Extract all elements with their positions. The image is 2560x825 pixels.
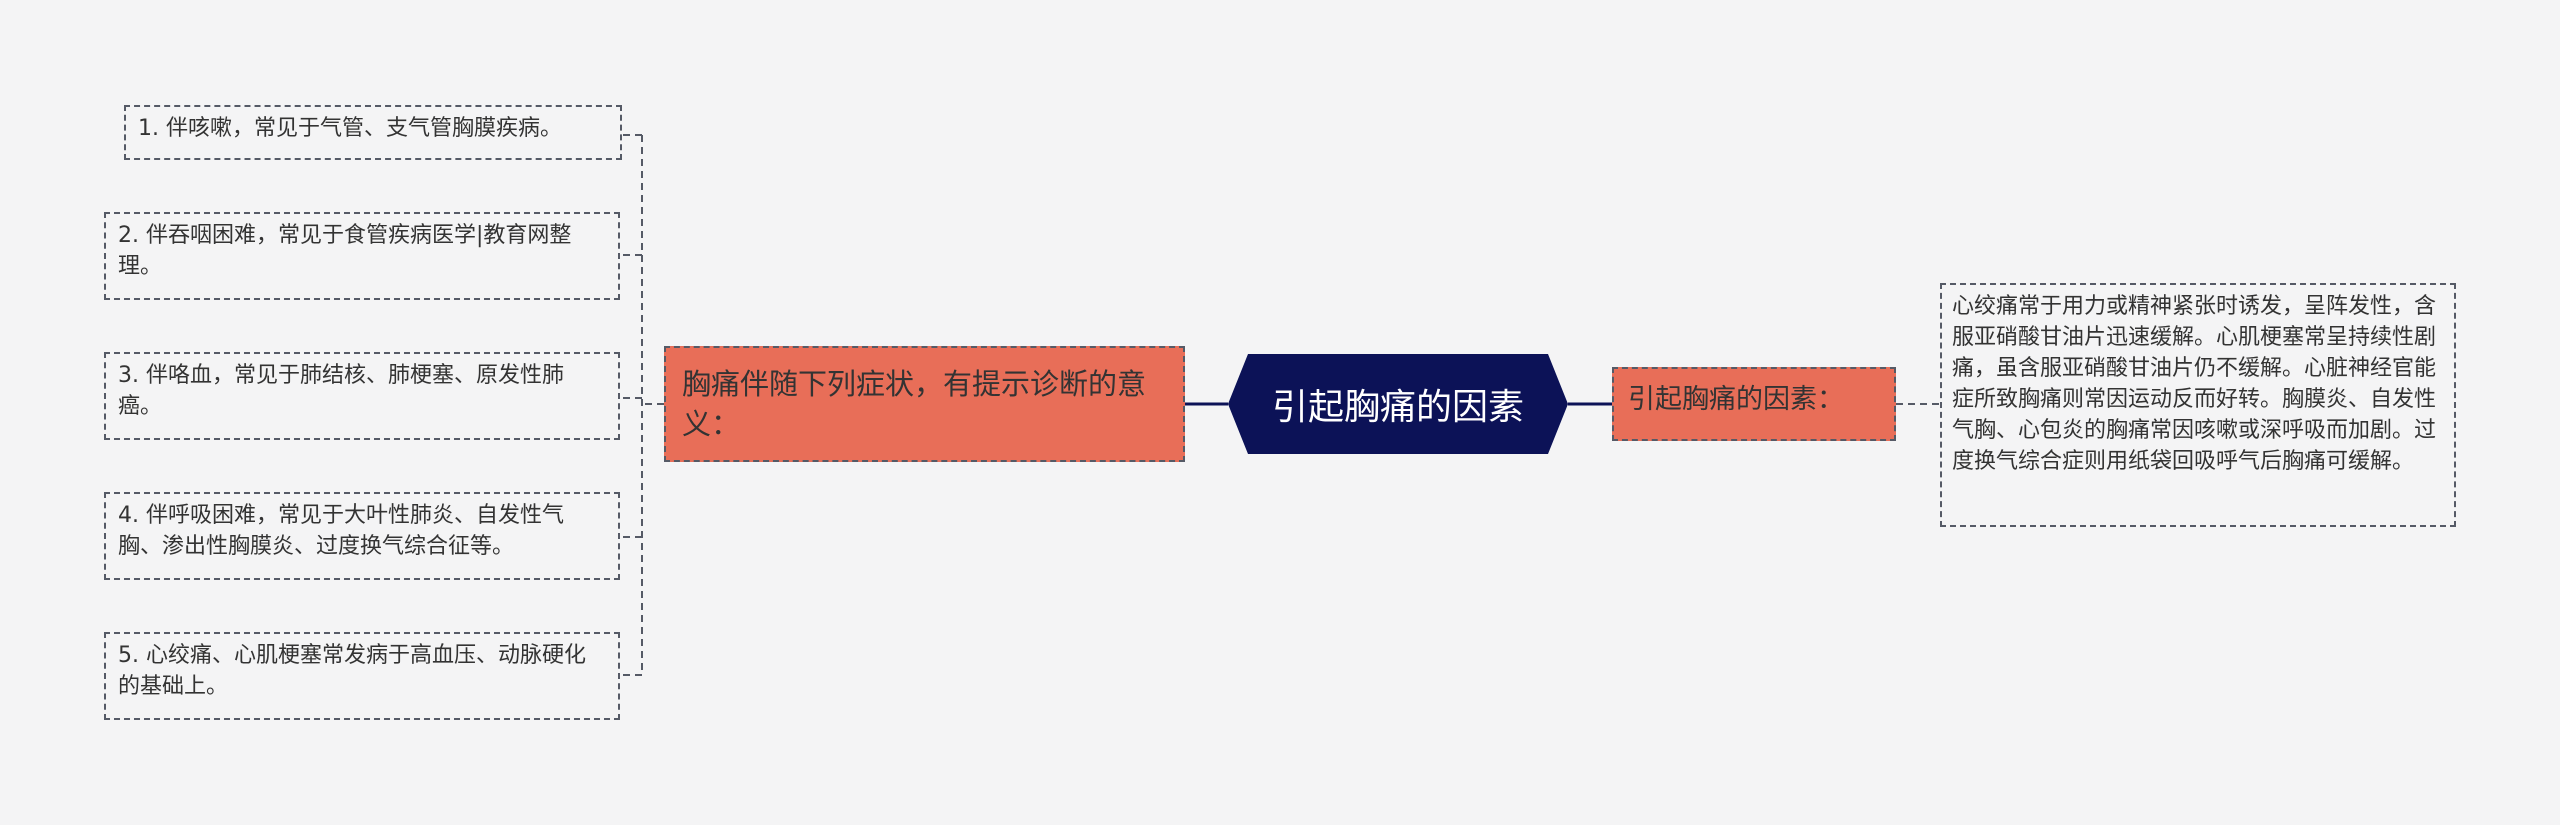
right-leaf-text: 心绞痛常于用力或精神紧张时诱发，呈阵发性，含服亚硝酸甘油片迅速缓解。心肌梗塞常呈… (1952, 294, 2437, 474)
left-leaf-node[interactable]: 4. 伴呼吸困难，常见于大叶性肺炎、自发性气胸、渗出性胸膜炎、过度换气综合征等。 (104, 492, 620, 580)
left-leaf-text: 2. 伴吞咽困难，常见于食管疾病医学|教育网整理。 (118, 223, 572, 279)
left-leaf-node[interactable]: 3. 伴咯血，常见于肺结核、肺梗塞、原发性肺癌。 (104, 352, 620, 440)
left-leaf-text: 3. 伴咯血，常见于肺结核、肺梗塞、原发性肺癌。 (118, 363, 564, 419)
left-branch-node[interactable]: 胸痛伴随下列症状，有提示诊断的意义： (664, 346, 1185, 462)
root-node[interactable]: 引起胸痛的因素 (1228, 354, 1568, 454)
left-leaf-node[interactable]: 5. 心绞痛、心肌梗塞常发病于高血压、动脉硬化的基础上。 (104, 632, 620, 720)
connector-left-leaves (620, 134, 664, 676)
root-node-label: 引起胸痛的因素 (1271, 387, 1524, 428)
left-leaf-node[interactable]: 1. 伴咳嗽，常见于气管、支气管胸膜疾病。 (124, 105, 622, 160)
right-branch-label: 引起胸痛的因素： (1628, 384, 1844, 415)
right-branch-node[interactable]: 引起胸痛的因素： (1612, 367, 1896, 441)
left-branch-label: 胸痛伴随下列症状，有提示诊断的意义： (682, 367, 1147, 441)
left-leaf-text: 1. 伴咳嗽，常见于气管、支气管胸膜疾病。 (138, 116, 562, 141)
root-hexagon (1228, 354, 1568, 454)
left-leaf-text: 5. 心绞痛、心肌梗塞常发病于高血压、动脉硬化的基础上。 (118, 643, 586, 699)
left-leaf-node[interactable]: 2. 伴吞咽困难，常见于食管疾病医学|教育网整理。 (104, 212, 620, 300)
left-leaf-text: 4. 伴呼吸困难，常见于大叶性肺炎、自发性气胸、渗出性胸膜炎、过度换气综合征等。 (118, 503, 564, 559)
right-leaf-node[interactable]: 心绞痛常于用力或精神紧张时诱发，呈阵发性，含服亚硝酸甘油片迅速缓解。心肌梗塞常呈… (1940, 283, 2456, 527)
